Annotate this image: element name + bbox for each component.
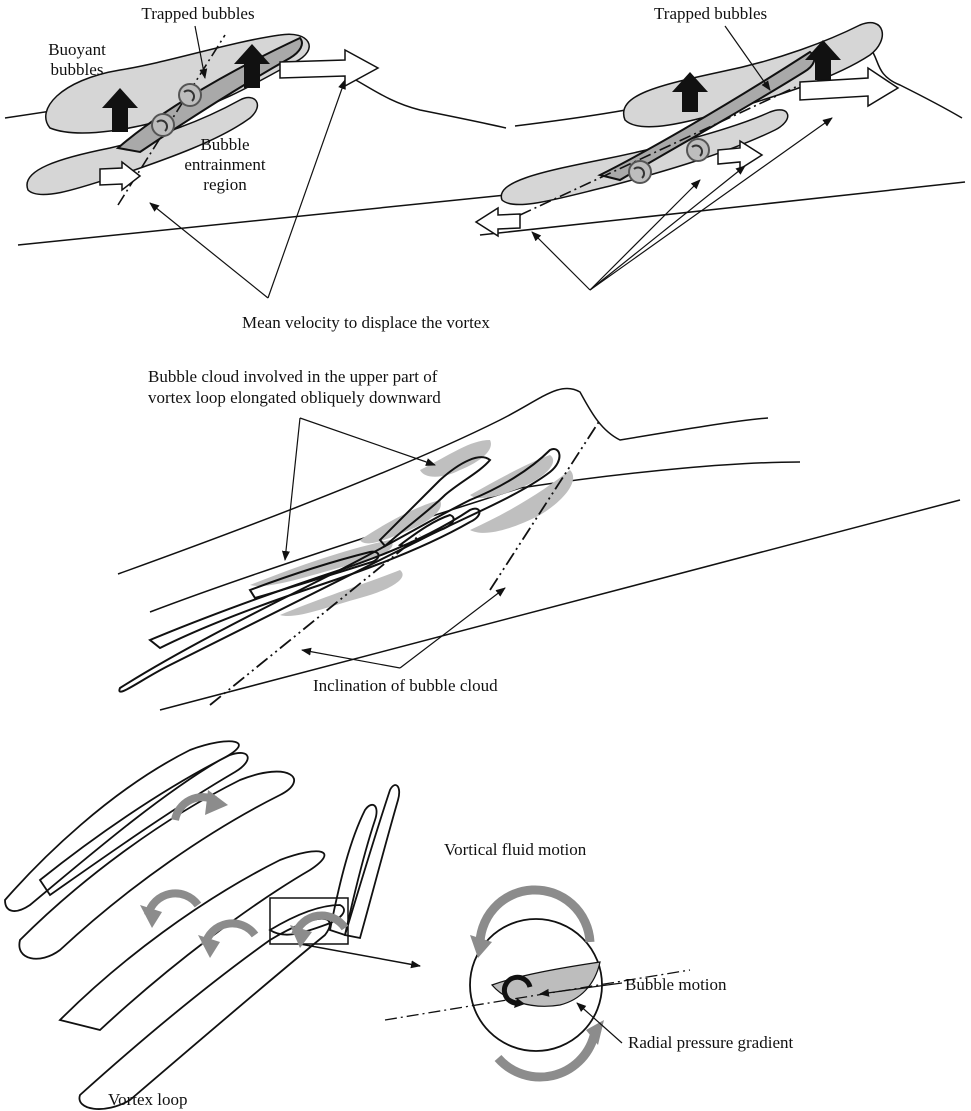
trapped-bubbles-label: Trapped bubbles bbox=[128, 4, 268, 24]
inclination-axis bbox=[490, 420, 600, 590]
vortex-loop-contour bbox=[5, 741, 239, 911]
vortex-loop-contour bbox=[345, 785, 399, 938]
bottom-line bbox=[160, 500, 960, 710]
bubble-cloud-label: Bubble cloud involved in the upper part … bbox=[148, 366, 441, 408]
surface-line bbox=[118, 388, 768, 574]
mean-velocity-caption: Mean velocity to displace the vortex bbox=[242, 313, 490, 333]
swirl-icon bbox=[687, 139, 709, 161]
bottom-line bbox=[18, 195, 506, 245]
surface-line bbox=[150, 462, 800, 612]
vortex-loop-contour bbox=[60, 851, 324, 1030]
swirl-icon bbox=[152, 114, 174, 136]
trapped-bubbles-label: Trapped bubbles bbox=[654, 4, 767, 24]
bubble-entrainment-region-label: Bubble entrainment region bbox=[170, 135, 280, 195]
rotation-arrows bbox=[148, 797, 345, 945]
zoom-leader bbox=[300, 944, 420, 966]
middle-diagram bbox=[118, 388, 960, 710]
bubble-cloud-patches bbox=[250, 440, 573, 616]
vortical-fluid-motion-label: Vortical fluid motion bbox=[444, 840, 586, 860]
buoyant-bubbles-label: Buoyant bubbles bbox=[37, 40, 117, 80]
inclination-label: Inclination of bubble cloud bbox=[313, 676, 498, 696]
swirl-icon bbox=[179, 84, 201, 106]
upper-bubble-cloud bbox=[624, 23, 883, 127]
vortex-loop-contour bbox=[150, 509, 479, 648]
vortex-loop-label: Vortex loop bbox=[108, 1090, 188, 1110]
top-right-diagram bbox=[480, 23, 965, 235]
swirl-icon bbox=[629, 161, 651, 183]
radial-pressure-gradient-label: Radial pressure gradient bbox=[628, 1033, 793, 1053]
bubble-motion-label: Bubble motion bbox=[625, 975, 727, 995]
vortex-loop-contour bbox=[40, 753, 248, 895]
